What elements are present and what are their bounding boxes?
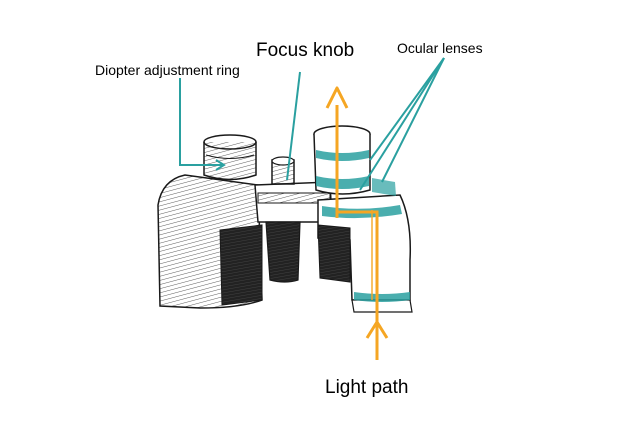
left-eyepiece xyxy=(203,134,257,181)
light-path-label: Light path xyxy=(325,377,409,398)
focus-knob xyxy=(271,156,295,185)
ocular-lenses-label: Ocular lenses xyxy=(397,40,483,56)
diopter-adjustment-ring-label: Diopter adjustment ring xyxy=(95,62,240,78)
focus-knob-label: Focus knob xyxy=(256,40,355,61)
lens-bands xyxy=(316,150,410,302)
light-path-arrows xyxy=(325,86,389,360)
central-bridge xyxy=(254,181,333,283)
left-barrel xyxy=(157,174,263,309)
leader-lines xyxy=(179,57,445,191)
right-barrel xyxy=(317,194,413,313)
